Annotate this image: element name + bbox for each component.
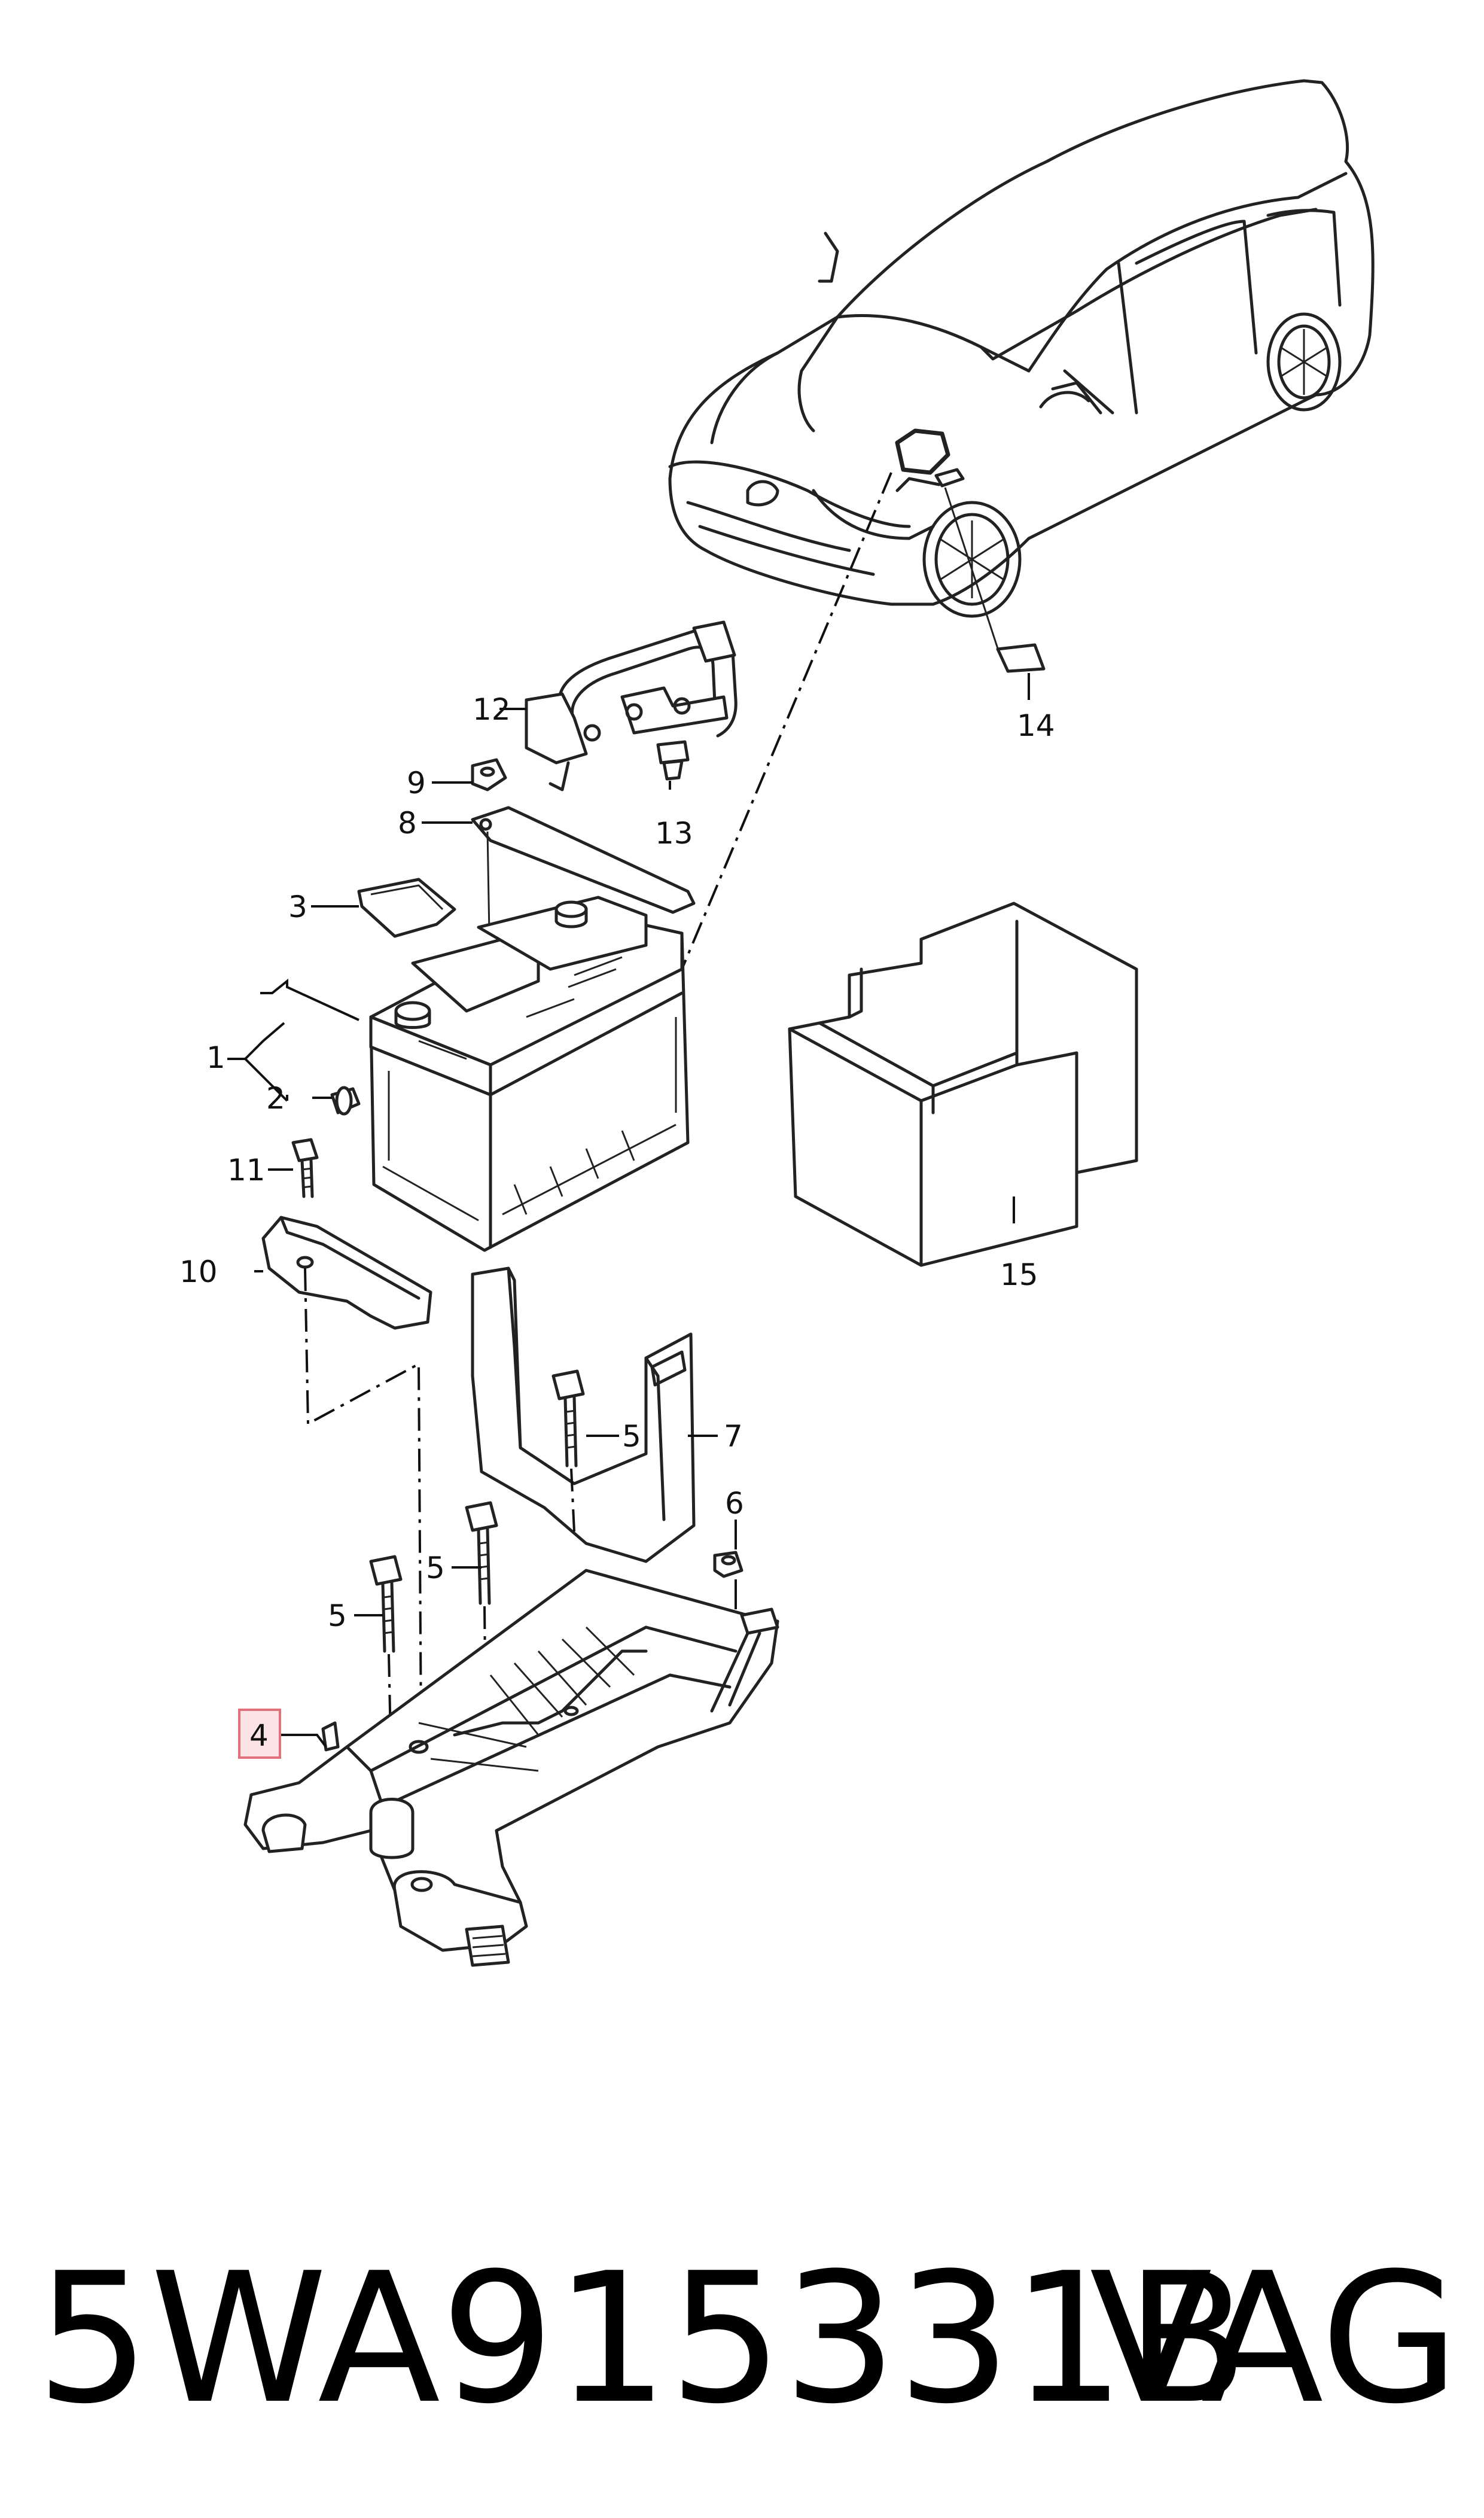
callout-5a: 5 [622,1419,641,1454]
callout-9: 9 [407,766,426,800]
mounting-bracket-10 [261,1216,432,1825]
bolt-5-upper [551,1369,585,1532]
insulation-box-15 [788,902,1138,1267]
terminal-cover-3 [357,878,456,938]
callout-15: 15 [1000,1258,1038,1292]
hold-down-strap-8 [471,806,696,934]
callout-6: 6 [725,1486,744,1521]
callout-5b: 5 [426,1551,445,1585]
leader-lines [227,673,1030,1748]
battery-location-line [681,472,892,970]
vent-plug-2 [330,1086,361,1116]
nut-13 [656,740,690,781]
bolt-11 [291,1138,319,1198]
bolt-5-lower [369,1555,403,1795]
callout-4-highlight [238,1709,281,1759]
manufacturer: VAG [1089,2234,1459,2443]
nut-9 [471,758,507,791]
callout-3: 3 [288,890,307,924]
callout-10: 10 [179,1255,218,1289]
nut-6 [713,1551,743,1578]
callout-4: 4 [249,1718,269,1753]
battery-1 [369,896,690,1252]
parts-diagram: 1 2 3 5 5 5 6 7 8 9 10 11 12 13 14 15 4 [179,79,1375,1967]
callout-labels: 1 2 3 5 5 5 6 7 8 9 10 11 12 13 14 15 4 [179,692,1055,1759]
callout-8: 8 [398,806,417,841]
callout-1: 1 [206,1040,226,1075]
part-number: 5WA915331B [36,2234,1249,2443]
callout-7: 7 [724,1419,743,1454]
battery-cable-12 [525,620,738,791]
battery-tray-4 [243,1569,779,1967]
part-caption: 5WA915331B VAG [36,2225,1459,2453]
callout-13: 13 [655,816,693,851]
callout-2: 2 [266,1081,285,1116]
callout-5c: 5 [328,1599,347,1633]
callout-14: 14 [1017,708,1055,743]
car-illustration [668,79,1375,673]
callout-11: 11 [227,1153,266,1188]
clamp-bracket-7 [471,1266,696,1563]
callout-12: 12 [473,692,511,727]
